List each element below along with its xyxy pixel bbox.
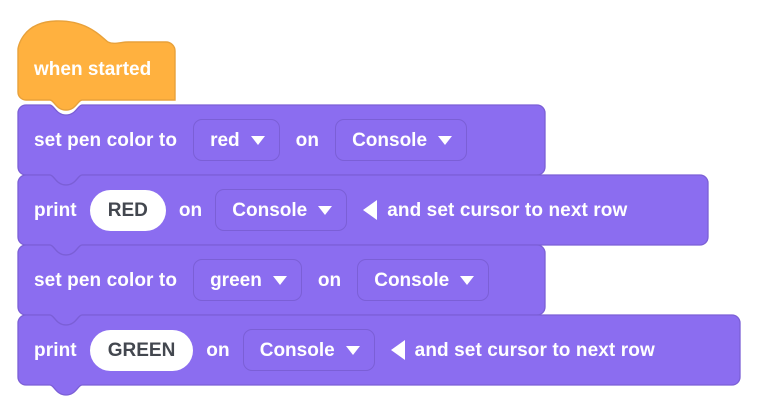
when-started-label: when started (34, 58, 152, 80)
print-green-text-2: and set cursor to next row (414, 339, 655, 361)
triangle-left-icon[interactable] (363, 200, 378, 220)
chevron-down-icon (460, 275, 475, 285)
print-green-target-value: Console (259, 339, 335, 361)
set-pen-color-green-text-1: on (317, 269, 342, 291)
pen-color-dropdown-red-value: red (210, 129, 240, 151)
pen-target-dropdown-red-value: Console (352, 129, 428, 151)
print-red-target-dropdown[interactable]: Console (215, 189, 348, 231)
print-green-text-1: on (206, 339, 230, 361)
chevron-down-icon (438, 135, 453, 145)
pen-color-dropdown-green[interactable]: green (193, 259, 302, 301)
block-when-started[interactable]: when started (17, 18, 183, 111)
chevron-down-icon (250, 135, 265, 145)
print-green-target-dropdown[interactable]: Console (242, 329, 375, 371)
block-set-pen-color-red[interactable]: set pen color to red on Console (17, 104, 546, 186)
print-red-string-field[interactable]: RED (89, 189, 166, 231)
print-green-string-field[interactable]: GREEN (89, 329, 194, 371)
chevron-down-icon (318, 205, 333, 215)
print-red-string-value: RED (107, 199, 148, 221)
print-red-text-2: and set cursor to next row (387, 199, 628, 221)
print-red-target-value: Console (232, 199, 308, 221)
print-red-text-0: print (34, 199, 77, 221)
print-green-text-0: print (34, 339, 77, 361)
print-red-text-1: on (178, 199, 203, 221)
print-green-string-value: GREEN (107, 339, 176, 361)
block-print-red[interactable]: print RED on Console and set cursor to n… (17, 174, 709, 256)
set-pen-color-red-text-0: set pen color to (34, 129, 178, 151)
pen-color-dropdown-red[interactable]: red (193, 119, 280, 161)
block-set-pen-color-green[interactable]: set pen color to green on Console (17, 244, 546, 326)
pen-target-dropdown-green[interactable]: Console (357, 259, 490, 301)
pen-target-dropdown-red[interactable]: Console (335, 119, 468, 161)
set-pen-color-red-text-1: on (295, 129, 320, 151)
chevron-down-icon (345, 345, 360, 355)
pen-target-dropdown-green-value: Console (374, 269, 450, 291)
chevron-down-icon (272, 275, 287, 285)
triangle-left-icon[interactable] (390, 340, 405, 360)
set-pen-color-green-text-0: set pen color to (34, 269, 178, 291)
pen-color-dropdown-green-value: green (210, 269, 262, 291)
block-print-green[interactable]: print GREEN on Console and set cursor to… (17, 314, 741, 396)
